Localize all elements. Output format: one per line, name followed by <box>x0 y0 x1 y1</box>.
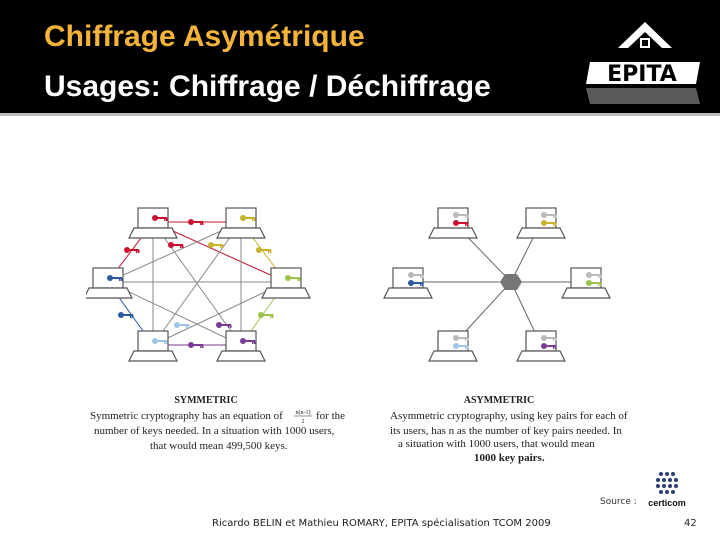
symmetric-fraction-numerator: n(n-1) <box>296 409 311 416</box>
asymmetric-line-1: Asymmetric cryptography, using key pairs… <box>390 410 628 422</box>
symmetric-line-2: number of keys needed. In a situation wi… <box>94 425 335 437</box>
slide-title: Chiffrage Asymétrique <box>44 20 365 53</box>
asymmetric-line-3: a situation with 1000 users, that would … <box>398 438 595 450</box>
symmetric-fraction-denominator: 2 <box>302 419 305 425</box>
crypto-diagram: SYMMETRIC Symmetric cryptography has an … <box>86 207 628 464</box>
source-label: Source : <box>600 497 637 507</box>
symmetric-line-3: that would mean 499,500 keys. <box>150 440 288 452</box>
slide-footer: Ricardo BELIN et Mathieu ROMARY, EPITA s… <box>212 518 551 529</box>
slide-header: Chiffrage Asymétrique Usages: Chiffrage … <box>0 0 720 113</box>
symmetric-network <box>86 207 311 362</box>
svg-text:certicom: certicom <box>648 498 686 508</box>
asymmetric-line-4: 1000 key pairs. <box>474 452 545 464</box>
symmetric-heading: SYMMETRIC <box>174 395 237 406</box>
asymmetric-line-2: its users, has n as the number of key pa… <box>390 425 622 437</box>
header-rule <box>0 113 720 116</box>
page-number: 42 <box>684 518 697 529</box>
slide-subtitle: Usages: Chiffrage / Déchiffrage <box>44 70 491 103</box>
epita-logo: EPITA <box>586 22 700 104</box>
svg-text:EPITA: EPITA <box>607 62 677 87</box>
asymmetric-heading: ASYMMETRIC <box>464 395 535 406</box>
certicom-logo: certicom <box>648 472 686 508</box>
symmetric-line-1: Symmetric cryptography has an equation o… <box>90 410 283 422</box>
asymmetric-network <box>383 207 611 362</box>
symmetric-line-1-end: for the <box>316 410 345 422</box>
